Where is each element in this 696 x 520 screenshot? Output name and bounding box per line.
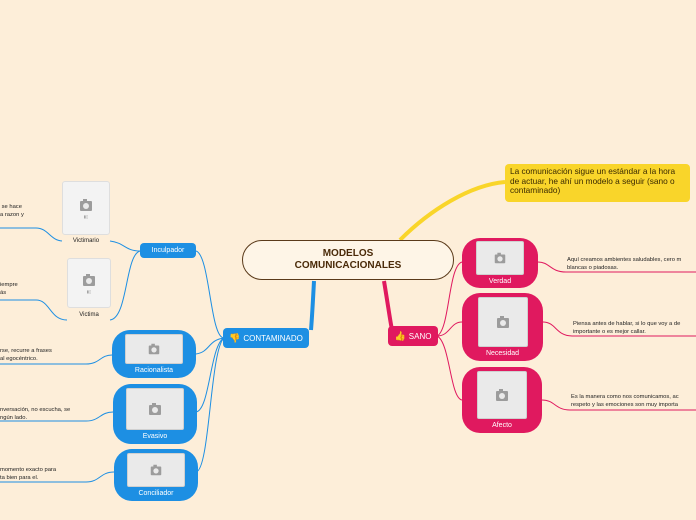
callout-note[interactable]: La comunicación sigue un estándar a la h… xyxy=(505,164,690,202)
camera-icon xyxy=(496,316,509,328)
thumbs-down-icon: 👎 xyxy=(229,332,241,343)
node-necesidad-label: Necesidad xyxy=(485,350,520,357)
node-inculpador[interactable]: Inculpador xyxy=(140,243,196,258)
node-evasivo[interactable]: Evasivo xyxy=(113,384,197,444)
racionalista-image xyxy=(125,334,183,364)
victima-label: Victima xyxy=(79,312,99,318)
victima-image[interactable]: ▮▯ xyxy=(67,258,111,308)
node-evasivo-label: Evasivo xyxy=(142,433,168,440)
victimario-image[interactable]: ▮▯ xyxy=(62,181,110,235)
conciliador-image xyxy=(127,453,185,487)
node-necesidad[interactable]: Necesidad xyxy=(462,293,543,361)
branch-contaminado-label: CONTAMINADO xyxy=(243,333,303,343)
necesidad-note: Piensa antes de hablar, si lo que voy a … xyxy=(573,321,681,335)
victima-note: iempre ás xyxy=(0,282,18,296)
node-racionalista[interactable]: Racionalista xyxy=(112,330,196,378)
camera-icon xyxy=(494,252,506,264)
victimario-label: Victimario xyxy=(72,238,100,244)
callout-text: La comunicación sigue un estándar a la h… xyxy=(510,166,676,196)
victimario-note: se hace a razon y xyxy=(0,204,24,218)
image-caption: ▮▯ xyxy=(83,214,89,219)
node-verdad[interactable]: Verdad xyxy=(462,238,538,288)
camera-icon xyxy=(83,274,95,286)
node-inculpador-label: Inculpador xyxy=(151,247,185,254)
node-afecto[interactable]: Afecto xyxy=(462,367,542,433)
camera-icon xyxy=(496,389,508,401)
node-conciliador[interactable]: Conciliador xyxy=(114,449,198,501)
afecto-image xyxy=(477,371,527,419)
necesidad-image xyxy=(477,297,528,347)
branch-contaminado[interactable]: 👎 CONTAMINADO xyxy=(223,328,309,348)
node-conciliador-label: Conciliador xyxy=(138,490,174,497)
verdad-image xyxy=(476,241,524,275)
central-topic[interactable]: MODELOS COMUNICACIONALES xyxy=(242,240,454,280)
branch-sano[interactable]: 👍 SANO xyxy=(388,326,438,346)
branch-sano-label: SANO xyxy=(408,331,432,341)
racionalista-note: rse, recurre a frases al egocéntrico. xyxy=(0,348,52,362)
camera-icon xyxy=(80,199,92,211)
evasivo-note: nversación, no escucha, se ngún lado. xyxy=(0,407,71,421)
camera-icon xyxy=(148,343,160,355)
conciliador-note: momento exacto para ta bien para el. xyxy=(0,467,57,481)
node-verdad-label: Verdad xyxy=(488,278,512,285)
node-racionalista-label: Racionalista xyxy=(134,367,174,374)
afecto-note: Es la manera como nos comunicamos, ac re… xyxy=(571,394,679,408)
image-caption: ▮▯ xyxy=(86,289,92,294)
evasivo-image xyxy=(126,388,184,430)
verdad-note: Aquí creamos ambientes saludables, cero … xyxy=(567,257,682,271)
central-topic-line2: COMUNICACIONALES xyxy=(294,260,402,271)
central-topic-line1: MODELOS xyxy=(322,248,374,259)
camera-icon xyxy=(149,403,161,415)
node-afecto-label: Afecto xyxy=(492,422,512,429)
thumbs-up-icon: 👍 xyxy=(394,330,406,341)
camera-icon xyxy=(150,464,162,476)
